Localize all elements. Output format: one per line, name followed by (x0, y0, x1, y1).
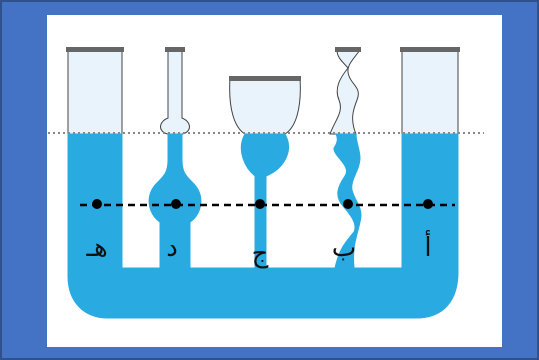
label-h: هـ (85, 233, 107, 263)
cap-a (400, 47, 460, 52)
label-b: ب (332, 233, 356, 263)
cap-h (66, 47, 124, 52)
vessel-b-air (329, 49, 361, 135)
label-j: ج (252, 239, 269, 269)
point-j (255, 199, 265, 209)
label-d: د (166, 233, 178, 263)
depth-points (92, 199, 433, 209)
point-a (423, 199, 433, 209)
point-d (171, 199, 181, 209)
vessel-a-air (401, 49, 459, 135)
vessel-caps (66, 47, 460, 81)
label-a: أ (424, 229, 431, 263)
cap-j (229, 76, 301, 81)
vessel-air-regions (67, 49, 459, 135)
cap-d (165, 47, 185, 52)
water-body (67, 133, 459, 319)
vessel-h-air (67, 49, 123, 135)
vessel-d-air (160, 49, 190, 135)
vessel-j-air (229, 77, 301, 135)
cap-b (335, 47, 361, 52)
point-b (343, 199, 353, 209)
point-h (92, 199, 102, 209)
